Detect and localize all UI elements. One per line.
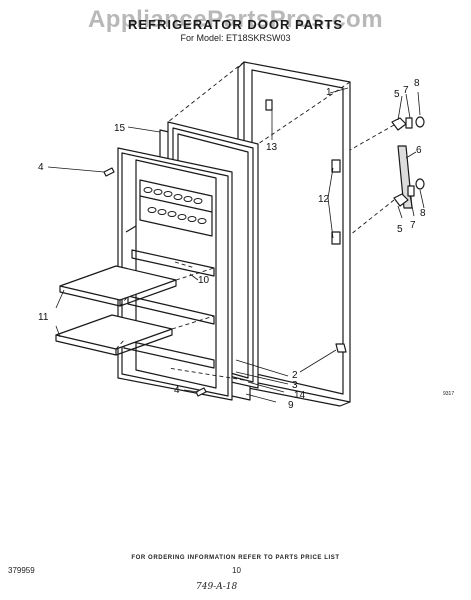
callout-7-lower: 7 — [410, 220, 416, 231]
handwritten-note: 749-A-18 — [196, 582, 238, 592]
callout-13: 13 — [266, 142, 278, 153]
egg-tray — [139, 179, 213, 237]
callout-4-lower: 4 — [174, 385, 180, 396]
handle-end-cap-top — [391, 116, 425, 131]
page-number: 10 — [232, 566, 241, 575]
callout-11: 11 — [38, 312, 49, 323]
callout-3: 3 — [292, 380, 298, 391]
ordering-note: FOR ORDERING INFORMATION REFER TO PARTS … — [131, 555, 340, 561]
handle-end-cap-bottom — [393, 178, 425, 207]
callout-5-upper: 5 — [394, 89, 400, 100]
screw-plug-lower — [195, 387, 207, 397]
callout-10: 10 — [198, 275, 210, 286]
callout-12: 12 — [318, 194, 330, 205]
watermark: AppliancePartsPros.com — [87, 6, 384, 33]
callout-15: 15 — [114, 123, 126, 134]
hinge-bracket-13 — [265, 99, 273, 111]
hinge-bracket-12 — [331, 159, 341, 245]
page-title: REFRIGERATOR DOOR PARTS — [127, 17, 344, 32]
callout-14: 14 — [294, 390, 306, 401]
model-subtitle: For Model: ET18SKRSW03 — [180, 33, 291, 43]
callout-8-lower: 8 — [420, 208, 426, 219]
callout-1: 1 — [326, 87, 332, 98]
screw-plug-upper — [103, 167, 115, 177]
callout-9: 9 — [288, 400, 294, 411]
door-rack-upper — [59, 265, 177, 307]
callout-6: 6 — [416, 145, 422, 156]
callout-7-upper: 7 — [403, 85, 409, 96]
document-code: 379959 — [8, 566, 35, 575]
plug-button — [335, 343, 347, 353]
callout-2: 2 — [292, 370, 298, 381]
callout-8-upper: 8 — [414, 78, 420, 89]
callout-5-lower: 5 — [397, 224, 403, 235]
diagram-code: 9317 — [443, 391, 454, 397]
callout-4-upper: 4 — [38, 162, 44, 173]
